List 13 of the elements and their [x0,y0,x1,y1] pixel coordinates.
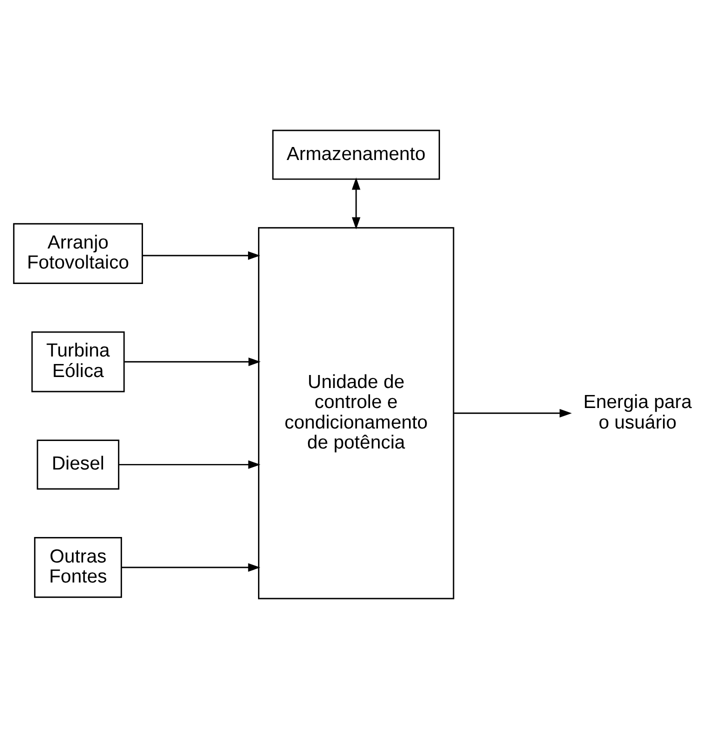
node-box: Outras Fontes [34,537,122,598]
node-box: Turbina Eólica [31,331,125,392]
arrow [119,460,260,469]
arrow [124,358,261,366]
arrow [352,178,360,230]
node-box: Unidade de controle e condicionamento de potência [258,227,454,600]
node-text: Energia para o usuário [583,392,692,434]
node-box: Armazenamento [272,130,440,180]
arrow [122,563,260,572]
node-box: Diesel [36,440,120,490]
node-box: Arranjo Fotovoltaico [13,223,143,284]
arrow [454,408,572,418]
arrow [142,251,260,260]
